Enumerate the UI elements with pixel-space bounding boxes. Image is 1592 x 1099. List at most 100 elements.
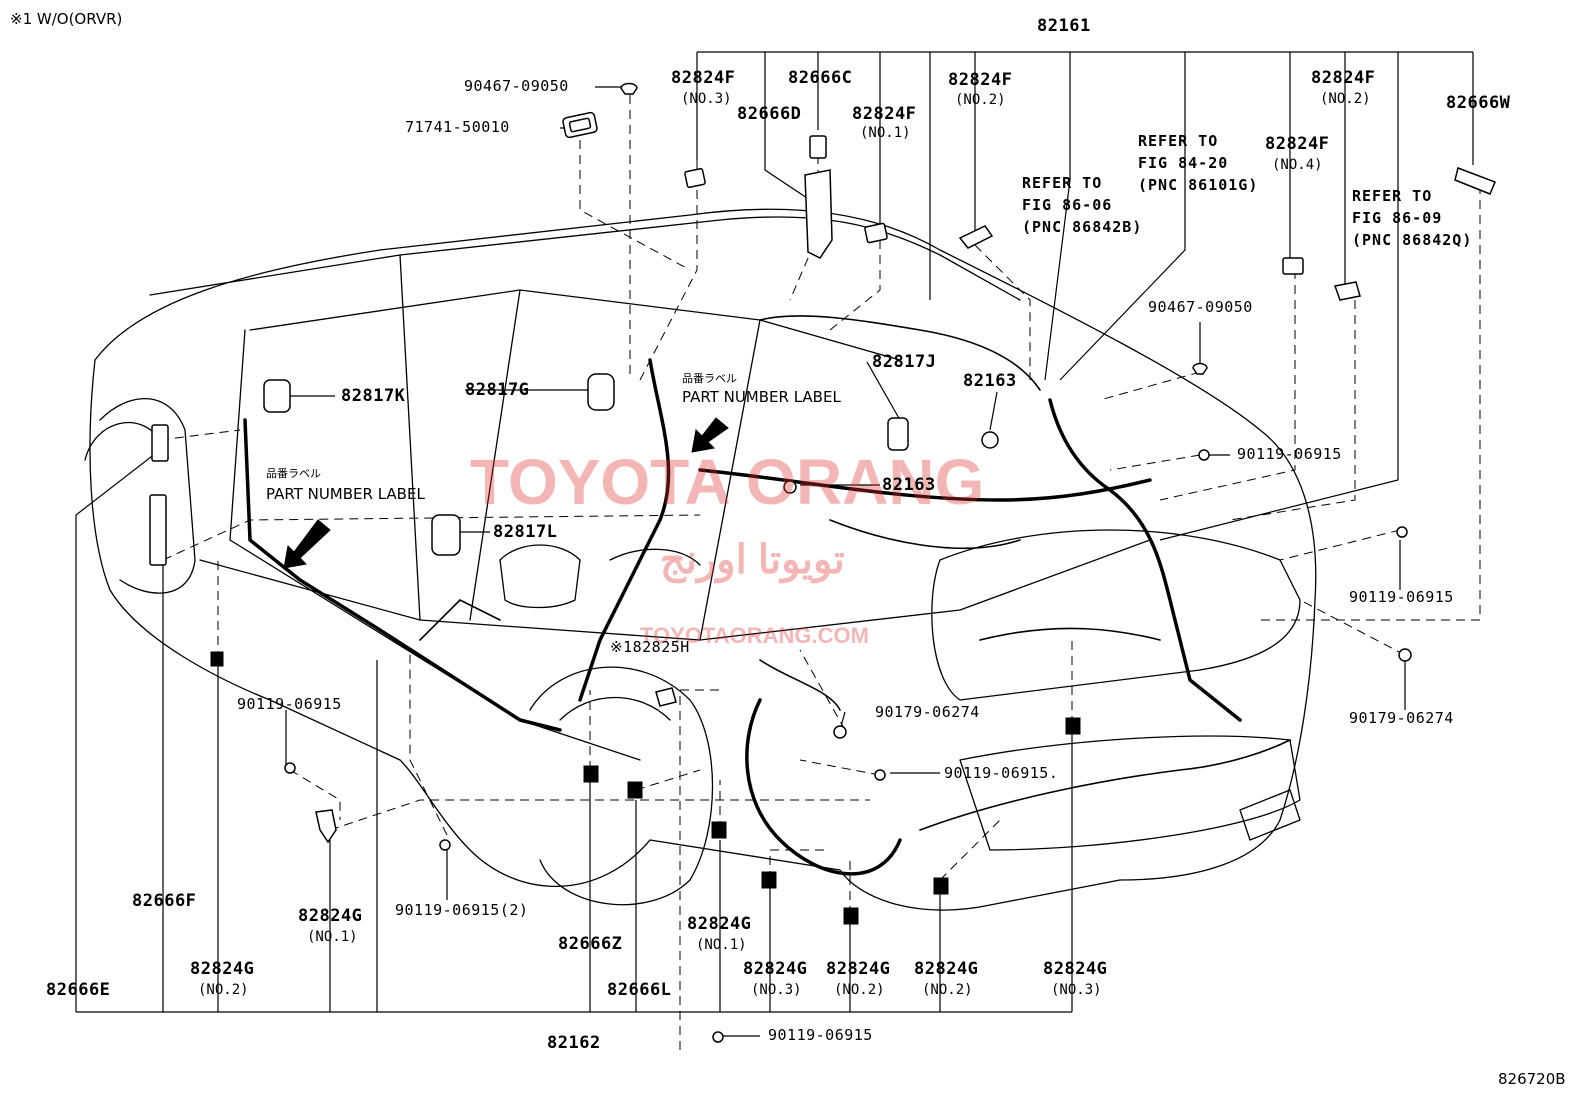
callout-90179-06274-c[interactable]: 90179-06274 (875, 703, 980, 721)
callout-82666E[interactable]: 82666E (46, 980, 111, 1000)
trunk-lid (931, 529, 1301, 701)
callout-82666Z[interactable]: 82666Z (558, 934, 623, 954)
callout-82824F-no2b[interactable]: 82824F (1311, 68, 1376, 88)
callout-82824G-no2a[interactable]: 82824G (190, 959, 255, 979)
callout-90119-06915-r2[interactable]: 90119-06915 (1349, 588, 1454, 606)
figure-code: 826720B (1498, 1070, 1566, 1088)
bracket-82666F (149, 494, 167, 566)
rear-seat (499, 544, 581, 609)
callout-90467-09050-top[interactable]: 90467-09050 (464, 77, 569, 95)
callout-82824F-no4-sub: (NO.4) (1272, 157, 1323, 173)
callout-82163-b[interactable]: 82163 (882, 475, 936, 495)
callout-82162[interactable]: 82162 (547, 1033, 601, 1053)
callout-90119-06915-2[interactable]: 90119-06915(2) (395, 901, 529, 919)
callout-82666W[interactable]: 82666W (1446, 93, 1511, 113)
callout-82824G-no3a-sub: (NO.3) (751, 982, 802, 998)
clip-182825H (655, 687, 677, 707)
callout-82824G-no2c-sub: (NO.2) (922, 982, 973, 998)
callout-82824F-no4[interactable]: 82824F (1265, 134, 1330, 154)
callout-90119-06915-bottom[interactable]: 90119-06915 (768, 1026, 873, 1044)
header-note: ※1 W/O(ORVR) (10, 10, 123, 28)
callout-82824G-no2b-sub: (NO.2) (834, 982, 885, 998)
callout-82824G-no1a[interactable]: 82824G (298, 906, 363, 926)
watermark-arabic: تويوتا اورنج (660, 538, 845, 582)
grommet-82163a (981, 431, 999, 449)
bolt-90119-bottom (712, 1031, 724, 1043)
bracket-82666D (804, 169, 833, 259)
callout-82824G-no2c[interactable]: 82824G (914, 959, 979, 979)
callout-90179-06274-r[interactable]: 90179-06274 (1349, 709, 1454, 727)
callout-82666C[interactable]: 82666C (788, 68, 853, 88)
bolt-90119-c (874, 769, 886, 781)
callout-82817G[interactable]: 82817G (465, 380, 530, 400)
label-82817L (431, 514, 461, 556)
clip-82824G-no2c (933, 877, 949, 895)
callout-82817J[interactable]: 82817J (872, 352, 937, 372)
callout-82817K[interactable]: 82817K (341, 386, 406, 406)
refer-fig-84-20: REFER TO FIG 84-20 (PNC 86101G) (1138, 132, 1259, 194)
callout-90119-06915-l[interactable]: 90119-06915 (237, 695, 342, 713)
callout-82824F-no2a[interactable]: 82824F (948, 70, 1013, 90)
callout-90119-06915-c[interactable]: 90119-06915. (944, 764, 1059, 782)
callout-90119-06915-r1[interactable]: 90119-06915 (1237, 445, 1342, 463)
callout-90467-09050-right[interactable]: 90467-09050 (1148, 298, 1253, 316)
clip-82824F-no1 (864, 222, 888, 244)
callout-82161[interactable]: 82161 (1037, 16, 1091, 36)
bolt-90119-2 (439, 839, 451, 851)
bolt-90119-l (284, 762, 296, 774)
watermark-sub: TOYOTAORANG.COM (640, 623, 869, 648)
rear-bumper (959, 735, 1301, 851)
callout-82817L[interactable]: 82817L (493, 522, 558, 542)
watermark-main: TOYOTA ORANG (470, 446, 985, 518)
clip-82666Z (583, 765, 599, 783)
harness-cross (698, 468, 1152, 502)
nut-90179-c (833, 725, 847, 739)
callout-82824G-no2b[interactable]: 82824G (826, 959, 891, 979)
body-outline (89, 208, 1317, 911)
label-82817K (263, 379, 291, 413)
clip-82666E (151, 424, 169, 462)
callout-82824G-no1b-sub: (NO.1) (696, 937, 747, 953)
callout-182825H[interactable]: ※182825H (610, 638, 690, 656)
callout-71741-50010[interactable]: 71741-50010 (405, 118, 510, 136)
clip-82824G-no2a (210, 651, 224, 667)
clip-82824F-no2a (958, 225, 994, 249)
clip-82666L (627, 781, 643, 799)
callout-82666D[interactable]: 82666D (737, 104, 802, 124)
callout-82163-a[interactable]: 82163 (963, 371, 1017, 391)
harness-center (578, 358, 671, 702)
clip-82824F-no2b (1333, 281, 1361, 301)
callout-82824G-no3a[interactable]: 82824G (743, 959, 808, 979)
callout-82824G-no1b[interactable]: 82824G (687, 914, 752, 934)
front-wheel-arch (99, 398, 196, 594)
harness-lower (745, 698, 902, 876)
arrow-label-left (283, 519, 331, 569)
callout-82824F-no3-sub: (NO.3) (681, 91, 732, 107)
refer-fig-86-06: REFER TO FIG 86-06 (PNC 86842B) (1022, 174, 1143, 236)
bolt-90119-r1 (1198, 449, 1210, 461)
callout-82824G-no3b[interactable]: 82824G (1043, 959, 1108, 979)
callout-82824G-no3b-sub: (NO.3) (1051, 982, 1102, 998)
clip-82824F-no4 (1282, 257, 1304, 275)
clip-82824G-no1b (711, 821, 727, 839)
callout-82666L[interactable]: 82666L (607, 980, 672, 1000)
part-number-label-center: PART NUMBER LABEL (682, 388, 841, 406)
harness-rear (1048, 398, 1242, 722)
nut-90179-r (1398, 648, 1412, 662)
arrow-label-center (691, 417, 729, 453)
windshield (249, 289, 901, 361)
callout-82824G-no2a-sub: (NO.2) (198, 982, 249, 998)
callout-82666F[interactable]: 82666F (132, 891, 197, 911)
refer-fig-86-09: REFER TO FIG 86-09 (PNC 86842Q) (1352, 187, 1473, 249)
callout-82824F-no3[interactable]: 82824F (671, 68, 736, 88)
clip-82824F-no3 (684, 167, 706, 189)
bolt-90119-r2 (1396, 526, 1408, 538)
clip-90467-top (620, 82, 638, 95)
roof-line (149, 216, 1021, 301)
callout-82824G-no1a-sub: (NO.1) (307, 929, 358, 945)
grommet-82163b (783, 480, 797, 494)
callout-82824F-no2a-sub: (NO.2) (955, 92, 1006, 108)
callout-82824F-no1[interactable]: 82824F (852, 104, 917, 124)
